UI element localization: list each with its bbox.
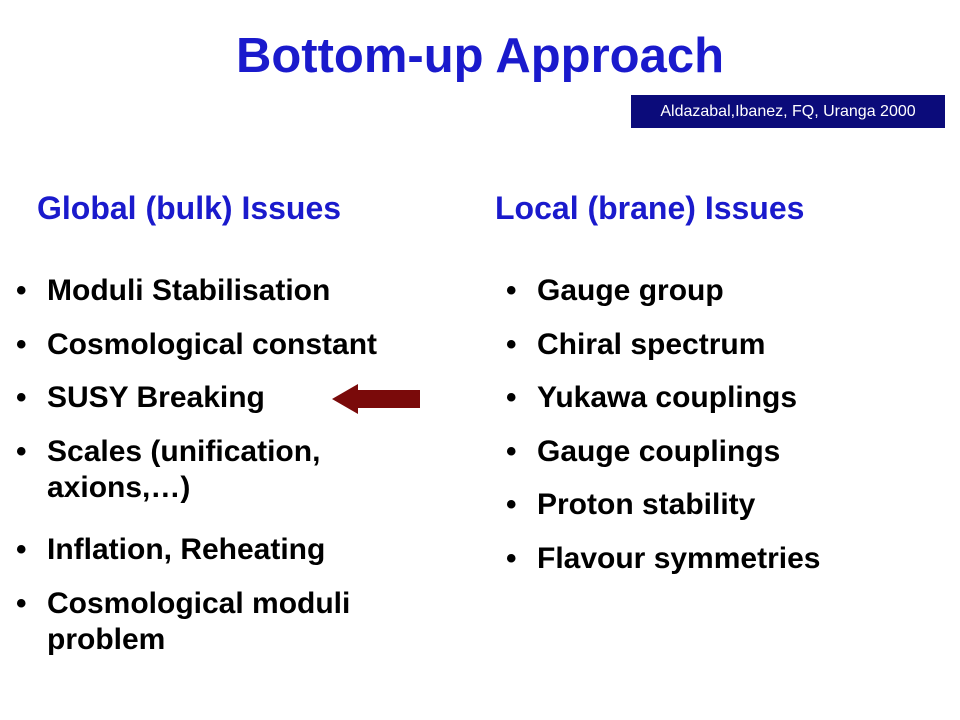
bullet-icon: • (506, 488, 517, 521)
list-item: • Cosmological constant (10, 327, 377, 363)
list-item: • Scales (unification, axions,…) (10, 434, 320, 506)
list-item-text: Inflation, Reheating (47, 533, 326, 566)
list-item-text: Gauge couplings (537, 435, 781, 468)
list-item-text: Scales (unification, (47, 435, 321, 468)
list-item-text: Chiral spectrum (537, 328, 766, 361)
list-item: • Yukawa couplings (500, 380, 797, 416)
list-item-text: Moduli Stabilisation (47, 274, 331, 307)
bullet-icon: • (16, 435, 27, 468)
list-item: • Moduli Stabilisation (10, 273, 330, 309)
list-item-text: Cosmological constant (47, 328, 378, 361)
list-item: • Gauge couplings (500, 434, 780, 470)
list-item: • Cosmological moduli problem (10, 586, 350, 658)
slide-title: Bottom-up Approach (235, 29, 725, 83)
list-item-text: Cosmological moduli (47, 587, 351, 620)
citation-badge: Aldazabal,Ibanez, FQ, Uranga 2000 (631, 95, 945, 128)
bullet-icon: • (16, 587, 27, 620)
list-item-text: Gauge group (537, 274, 724, 307)
list-item-text: Flavour symmetries (537, 542, 821, 575)
list-item-text: Proton stability (537, 488, 756, 521)
bullet-icon: • (506, 274, 517, 307)
bullet-icon: • (506, 435, 517, 468)
list-item-text: SUSY Breaking (47, 381, 265, 414)
bullet-icon: • (506, 328, 517, 361)
right-column-heading: Local (brane) Issues (495, 190, 805, 226)
list-item: • Gauge group (500, 273, 724, 309)
list-item: • Flavour symmetries (500, 541, 820, 577)
arrow-shape (332, 384, 420, 414)
bullet-icon: • (506, 381, 517, 414)
bullet-icon: • (16, 328, 27, 361)
list-item: • Inflation, Reheating (10, 532, 325, 568)
list-item-text: Yukawa couplings (537, 381, 798, 414)
list-item: • SUSY Breaking (10, 380, 265, 416)
left-arrow-icon (332, 384, 420, 414)
bullet-icon: • (16, 533, 27, 566)
list-item-text-continued: problem (47, 623, 166, 656)
bullet-icon: • (16, 381, 27, 414)
list-item: • Chiral spectrum (500, 327, 765, 363)
list-item-text-continued: axions,…) (47, 471, 191, 504)
list-item: • Proton stability (500, 487, 755, 523)
bullet-icon: • (16, 274, 27, 307)
left-column-heading: Global (bulk) Issues (37, 190, 342, 226)
bullet-icon: • (506, 542, 517, 575)
